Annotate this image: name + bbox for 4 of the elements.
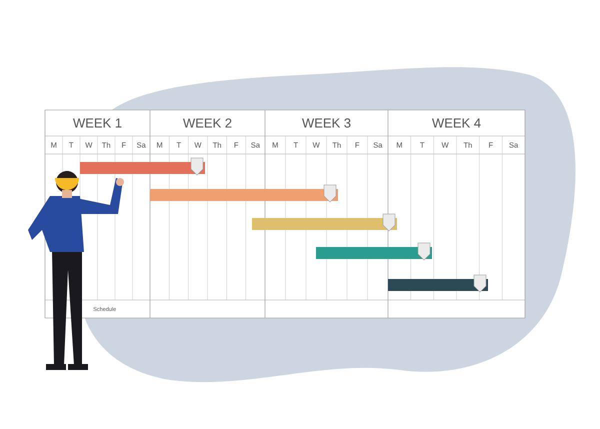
week-heading: WEEK 2 (183, 118, 232, 128)
week-heading: WEEK 4 (432, 118, 481, 128)
week-heading: WEEK 1 (73, 118, 122, 128)
week-heading: WEEK 3 (302, 118, 350, 128)
